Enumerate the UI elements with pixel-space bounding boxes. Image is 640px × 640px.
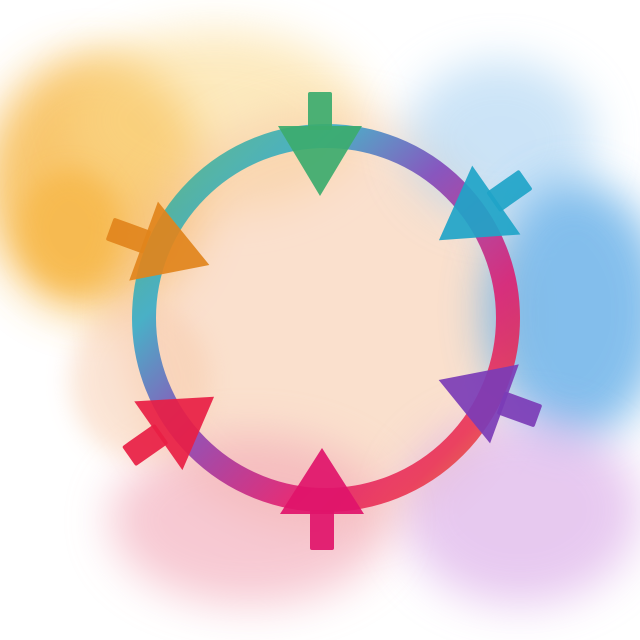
arrow-top [278,92,362,196]
arrow-lower-left [122,396,215,471]
lavender-wash [400,415,640,605]
peach-wash [120,110,520,530]
arrow-upper-left [106,201,210,281]
orange-wash [20,170,120,290]
arrow-upper-right [438,165,532,241]
pink-wash [110,435,390,605]
blue-wash [485,180,640,440]
arrow-lower-right [438,364,542,444]
arrow-bottom [280,448,364,550]
arrows-group [106,92,542,550]
